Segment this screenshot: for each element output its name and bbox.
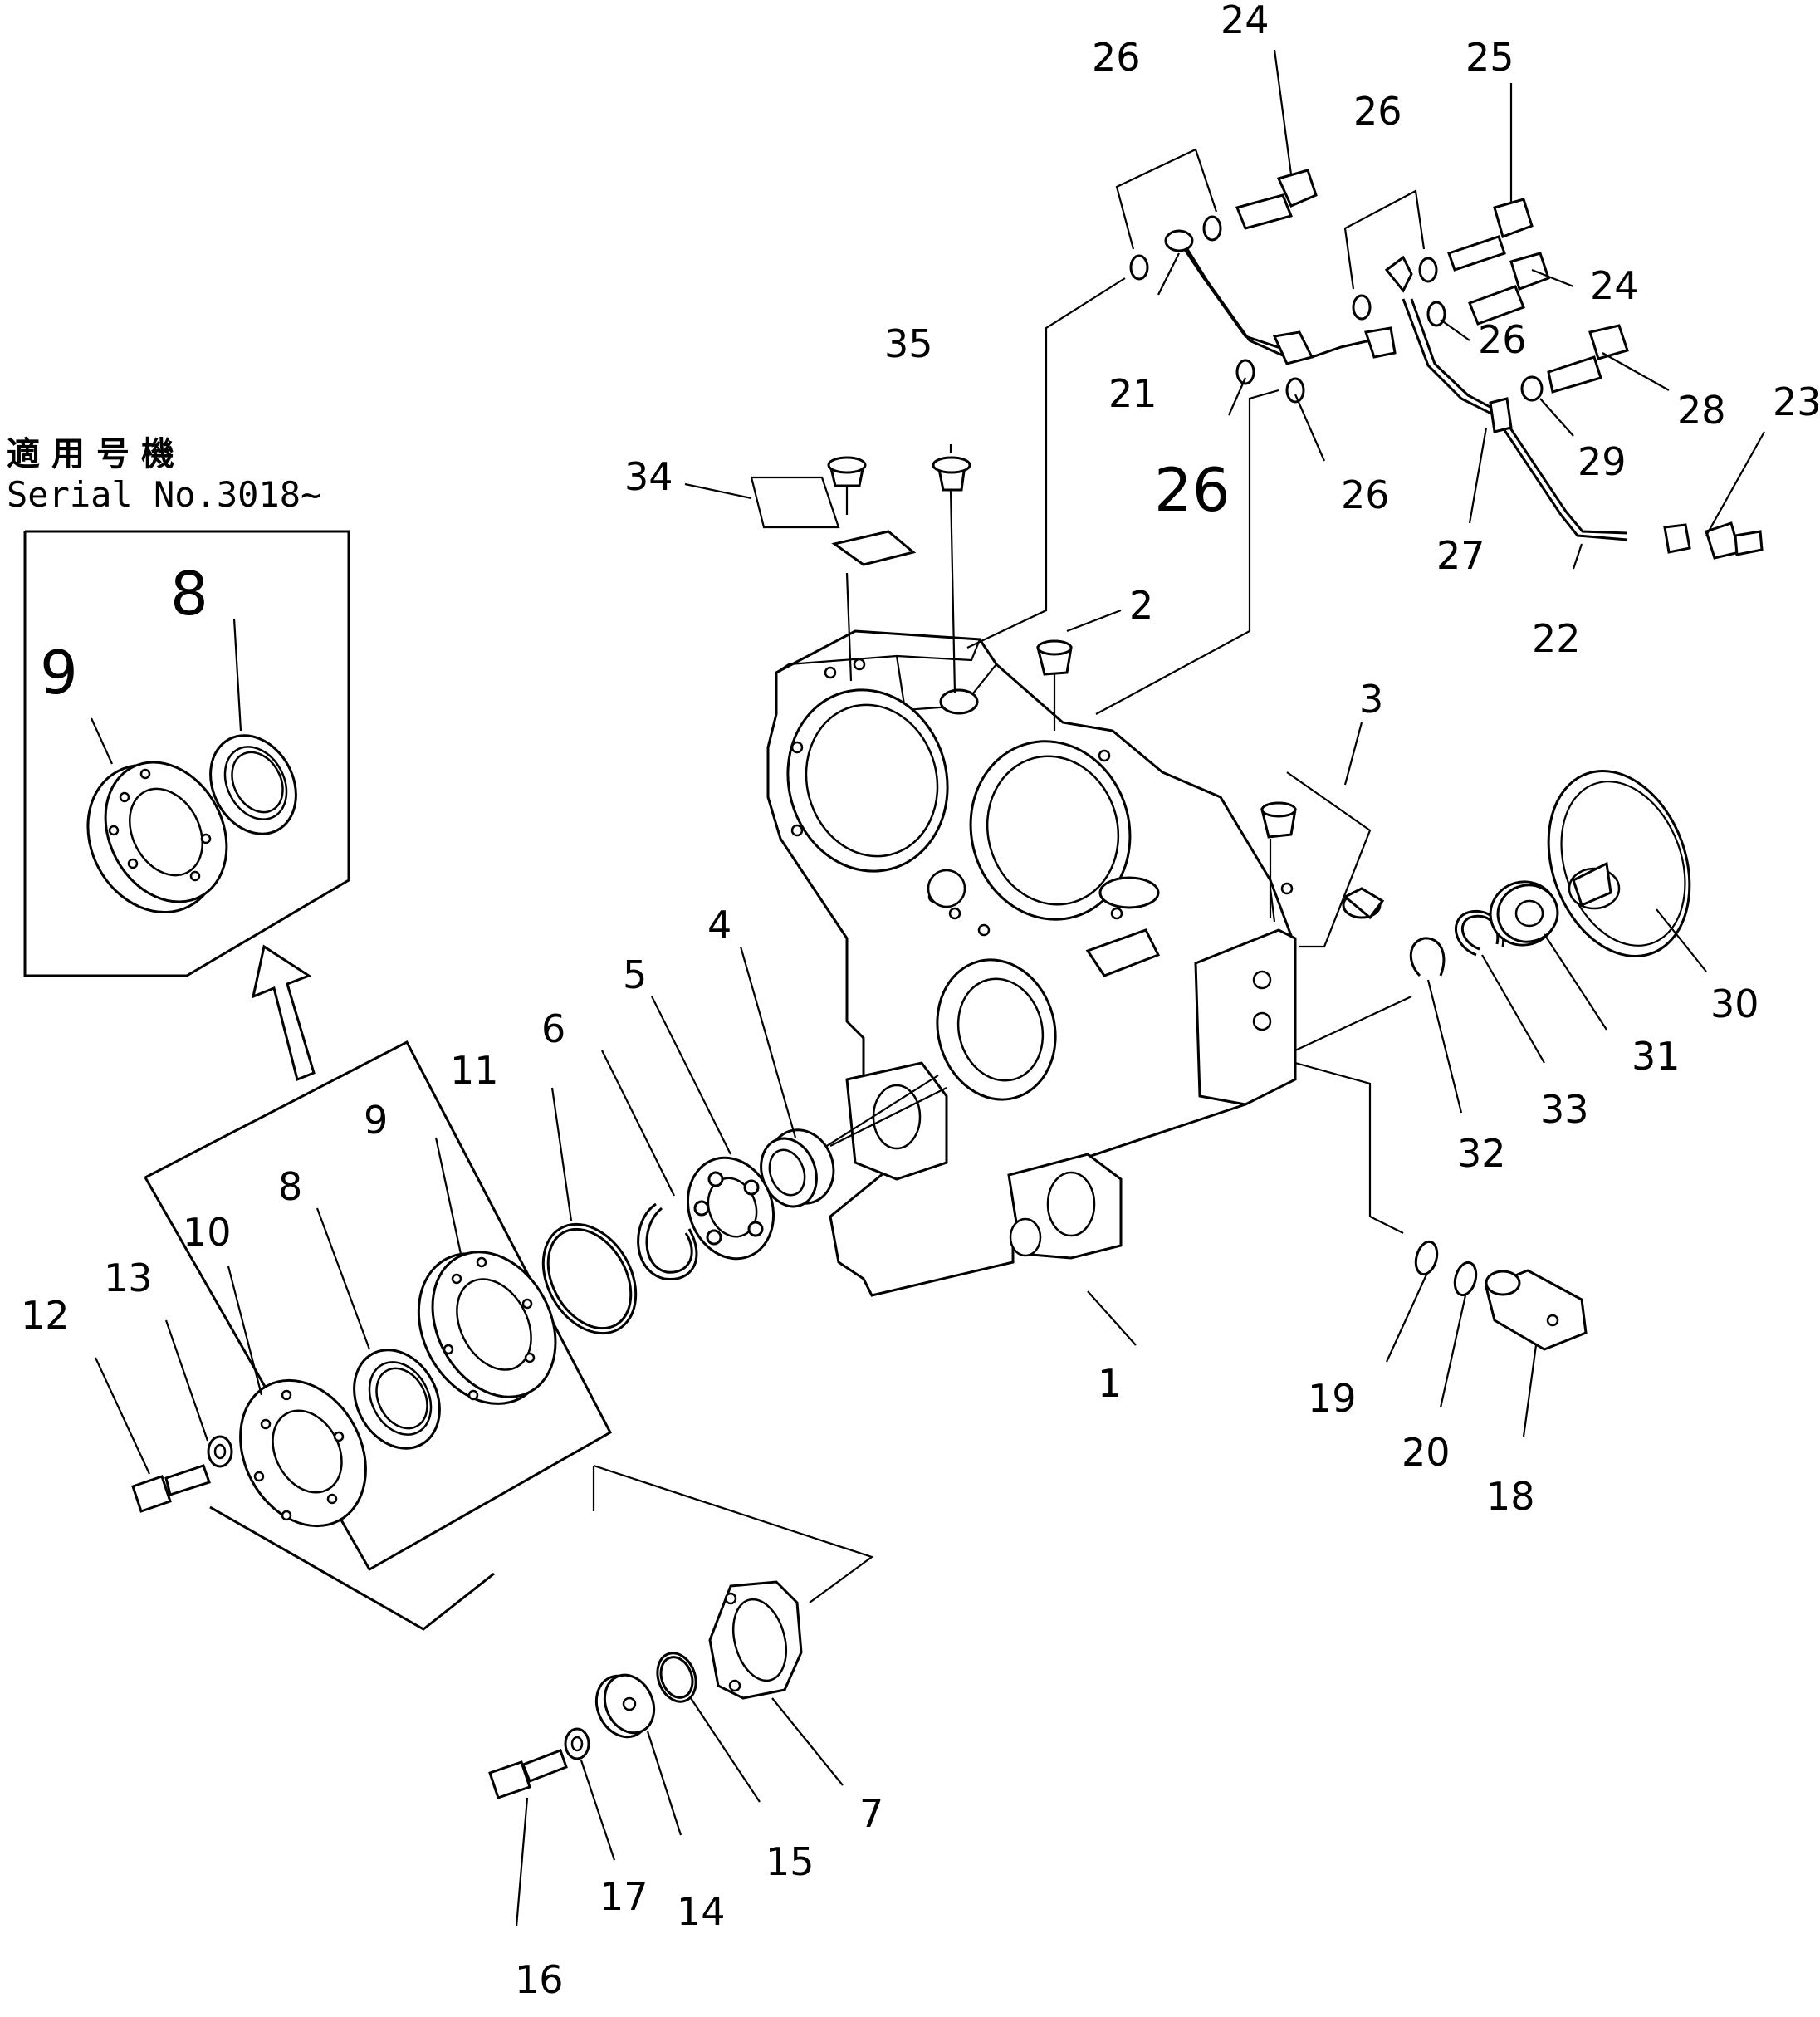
connector-23 (1705, 521, 1764, 560)
washer-13 (207, 1435, 233, 1468)
serial-note: 適用号機 Serial No.3018~ (7, 435, 321, 515)
tube-assembly (1164, 229, 1691, 554)
callout-23: 23 (1773, 379, 1820, 424)
inset-arrow (251, 944, 316, 1082)
callout-29: 29 (1578, 439, 1627, 484)
valve-18 (1485, 1269, 1588, 1351)
callout-3: 3 (1359, 677, 1383, 722)
plug-2 (1036, 639, 1073, 676)
bolt-16 (488, 1749, 568, 1799)
inset-label-8: 8 (170, 559, 208, 629)
callout-5: 5 (623, 952, 647, 997)
cover-10 (239, 1378, 367, 1528)
callout-1: 1 (1098, 1361, 1122, 1406)
collar-4 (760, 1128, 835, 1208)
callout-26b: 26 (1353, 89, 1402, 134)
callout-15: 15 (766, 1839, 815, 1884)
bolt-12 (131, 1464, 211, 1513)
callout-35: 35 (884, 321, 933, 366)
callout-31: 31 (1632, 1034, 1681, 1079)
callout-24a: 24 (1221, 0, 1270, 42)
callout-19: 19 (1308, 1376, 1357, 1421)
callout-9: 9 (364, 1098, 388, 1143)
bolt-24b (1468, 252, 1550, 326)
callout-4: 4 (707, 903, 731, 947)
callout-20: 20 (1402, 1430, 1451, 1475)
plug-35 (932, 456, 971, 492)
gear-30 (1547, 770, 1691, 957)
callout-28: 28 (1677, 388, 1726, 433)
callout-34: 34 (624, 454, 673, 499)
callout-26d: 26 (1341, 472, 1390, 517)
callout-17: 17 (599, 1874, 648, 1919)
plug-3b (1342, 887, 1385, 920)
callout-22: 22 (1532, 616, 1581, 661)
seal-8 (353, 1349, 441, 1450)
callout-30: 30 (1710, 982, 1759, 1026)
cover-7 (708, 1580, 803, 1700)
callout-2: 2 (1129, 583, 1153, 628)
callout-33: 33 (1540, 1087, 1589, 1132)
callout-24b: 24 (1590, 263, 1639, 308)
washer-17 (564, 1727, 590, 1760)
o-ring-19 (1414, 1240, 1439, 1276)
callout-27: 27 (1436, 533, 1485, 578)
callouts: 1 2 3 4 5 6 7 8 9 10 11 12 13 14 15 16 1… (21, 0, 1820, 2002)
plate-14 (594, 1673, 656, 1739)
o-ring-15 (656, 1652, 697, 1703)
o-ring-11 (541, 1222, 638, 1335)
serial-title-jp: 適用号機 (7, 435, 186, 473)
callout-26a: 26 (1092, 35, 1141, 80)
callout-7: 7 (859, 1791, 883, 1836)
transmission-housing (766, 629, 1297, 1297)
retainer-9 (417, 1251, 557, 1405)
callout-11: 11 (450, 1048, 499, 1093)
callout-13: 13 (104, 1256, 153, 1300)
callout-14: 14 (677, 1889, 726, 1934)
serial-number: Serial No.3018~ (7, 474, 321, 515)
inset-retainer (86, 761, 228, 914)
bearing-5 (686, 1156, 775, 1261)
callout-8: 8 (278, 1164, 302, 1209)
inset-box: 8 9 (23, 530, 350, 977)
inset-seal (209, 734, 297, 835)
breather-34 (827, 456, 917, 566)
callout-32: 32 (1457, 1131, 1506, 1176)
callout-16: 16 (515, 1957, 564, 2002)
callout-18: 18 (1486, 1474, 1535, 1519)
callout-25: 25 (1465, 35, 1514, 80)
snap-ring-32 (1409, 937, 1446, 977)
callout-26-large: 26 (1154, 455, 1230, 525)
bolt-25 (1447, 198, 1534, 272)
callout-12: 12 (21, 1293, 70, 1338)
bolt-24a (1235, 169, 1318, 230)
callout-6: 6 (541, 1006, 565, 1051)
o-ring-20 (1453, 1261, 1478, 1297)
bolt-28 (1547, 324, 1629, 394)
plug-3a (1260, 801, 1297, 839)
snap-ring-6 (637, 1202, 698, 1281)
callout-10: 10 (183, 1210, 232, 1255)
callout-21: 21 (1108, 371, 1157, 416)
inset-label-9: 9 (40, 638, 78, 707)
bearing-31 (1489, 880, 1559, 947)
callout-26c: 26 (1478, 317, 1527, 362)
